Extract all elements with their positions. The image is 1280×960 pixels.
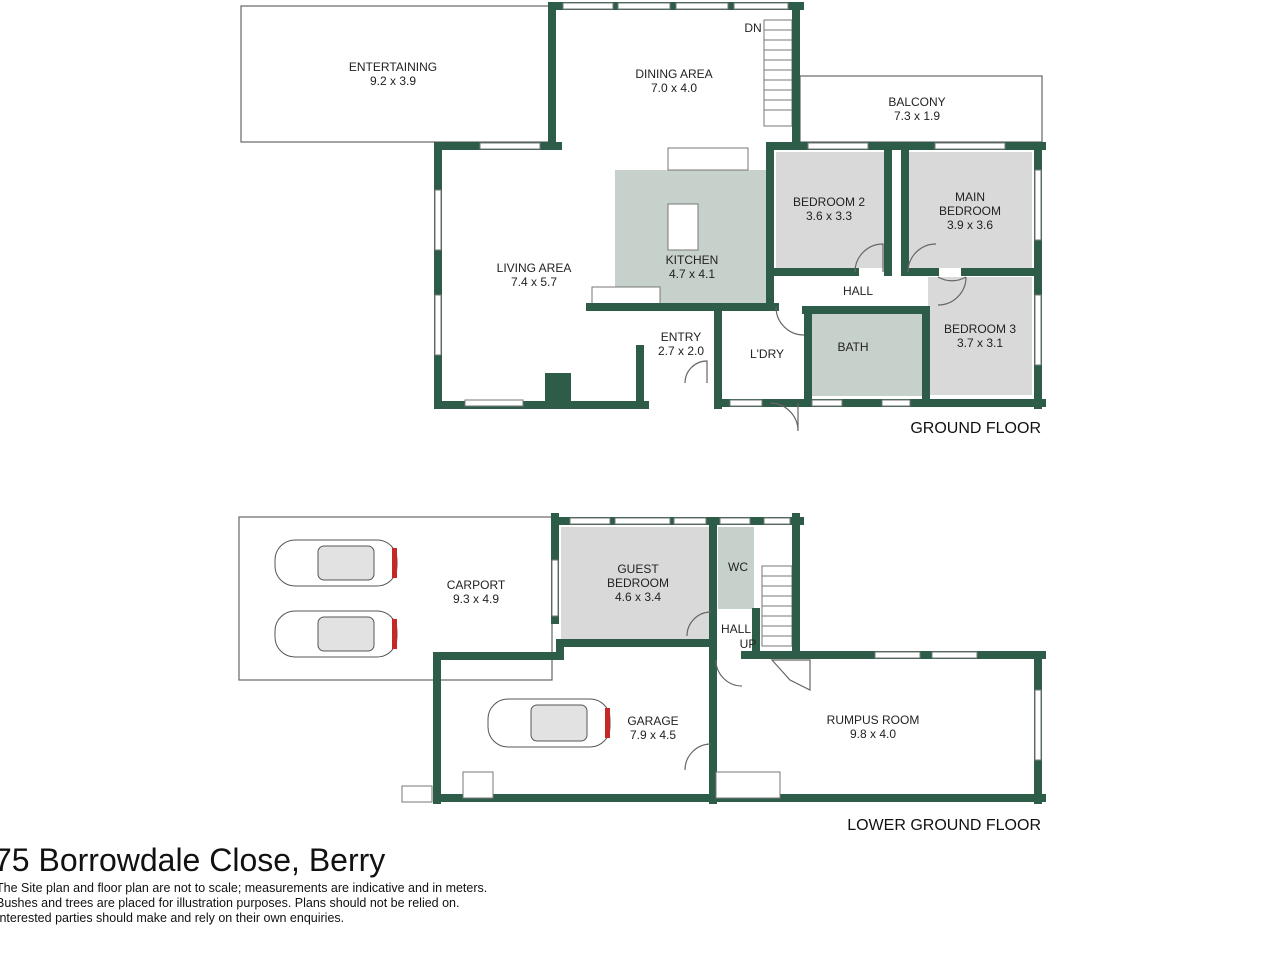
- room-name: MAIN: [955, 190, 985, 204]
- windows: [434, 2, 1042, 407]
- disclaimer-line: Interested parties should make and rely …: [0, 911, 345, 925]
- fireplace: [545, 373, 571, 403]
- windows: [401, 517, 1042, 803]
- door: [715, 659, 743, 687]
- room-name: WC: [728, 560, 748, 574]
- room-size: 4.6 x 3.4: [615, 590, 661, 604]
- door: [854, 243, 884, 273]
- stair-label: UP: [740, 637, 757, 651]
- room-size: 9.2 x 3.9: [370, 74, 416, 88]
- room-name: BEDROOM 2: [793, 195, 865, 209]
- door: [937, 276, 967, 306]
- car-icon: [274, 610, 398, 658]
- room-name: BEDROOM: [607, 576, 669, 590]
- lower-floor: [238, 513, 1046, 804]
- main-bedroom-floor: [905, 152, 1032, 268]
- room-size: 3.7 x 3.1: [957, 336, 1003, 350]
- wc-floor: [718, 527, 754, 609]
- room-name: HALL: [843, 284, 873, 298]
- bedroom-3-floor: [928, 277, 1032, 395]
- floor-label: LOWER GROUND FLOOR: [847, 817, 1041, 834]
- room-name: BATH: [837, 340, 868, 354]
- property-title: 75 Borrowdale Close, Berry: [0, 842, 386, 878]
- room-name: KITCHEN: [666, 253, 719, 267]
- room-size: 9.8 x 4.0: [850, 727, 896, 741]
- car-icon: [487, 698, 611, 748]
- room-name: DINING AREA: [635, 67, 712, 81]
- room-size: 3.6 x 3.3: [806, 209, 852, 223]
- bath-floor: [808, 310, 926, 396]
- stairs-down: [763, 19, 793, 127]
- door: [684, 360, 708, 384]
- kitchen-island: [667, 203, 699, 251]
- cupboard-door: [770, 659, 811, 691]
- room-name: GARAGE: [627, 714, 678, 728]
- room-name: BALCONY: [888, 95, 945, 109]
- room-size: 7.9 x 4.5: [630, 728, 676, 742]
- room-size: 9.3 x 4.9: [453, 592, 499, 606]
- room-size: 7.3 x 1.9: [894, 109, 940, 123]
- room-size: 7.0 x 4.0: [651, 81, 697, 95]
- room-name: GUEST: [617, 562, 659, 576]
- room-name: RUMPUS ROOM: [827, 713, 920, 727]
- room-name: ENTERTAINING: [349, 60, 437, 74]
- stairs-up: [761, 565, 793, 647]
- room-name: HALL: [721, 622, 751, 636]
- bedroom-2-floor: [776, 152, 888, 268]
- stair-label: DN: [744, 21, 761, 35]
- entry-door: [769, 402, 799, 432]
- door: [907, 243, 937, 273]
- disclaimer-line: Bushes and trees are placed for illustra…: [0, 896, 460, 910]
- room-size: 3.9 x 3.6: [947, 218, 993, 232]
- kitchen-bench: [591, 286, 661, 306]
- kitchen-sink-bench: [667, 147, 749, 171]
- ground-floor: [240, 2, 1046, 432]
- room-name: LIVING AREA: [497, 261, 572, 275]
- guest-bedroom-floor: [561, 527, 710, 640]
- door: [775, 306, 805, 336]
- floor-label: GROUND FLOOR: [910, 420, 1041, 437]
- room-size: 4.7 x 4.1: [669, 267, 715, 281]
- room-name: CARPORT: [447, 578, 506, 592]
- room-name: L'DRY: [750, 347, 784, 361]
- room-size: 2.7 x 2.0: [658, 344, 704, 358]
- disclaimer-line: The Site plan and floor plan are not to …: [0, 881, 488, 895]
- room-name: ENTRY: [661, 330, 701, 344]
- door: [686, 611, 712, 637]
- room-size: 7.4 x 5.7: [511, 275, 557, 289]
- car-icon: [274, 539, 398, 587]
- room-name: BEDROOM 3: [944, 322, 1016, 336]
- room-name: BEDROOM: [939, 204, 1001, 218]
- door: [684, 743, 712, 771]
